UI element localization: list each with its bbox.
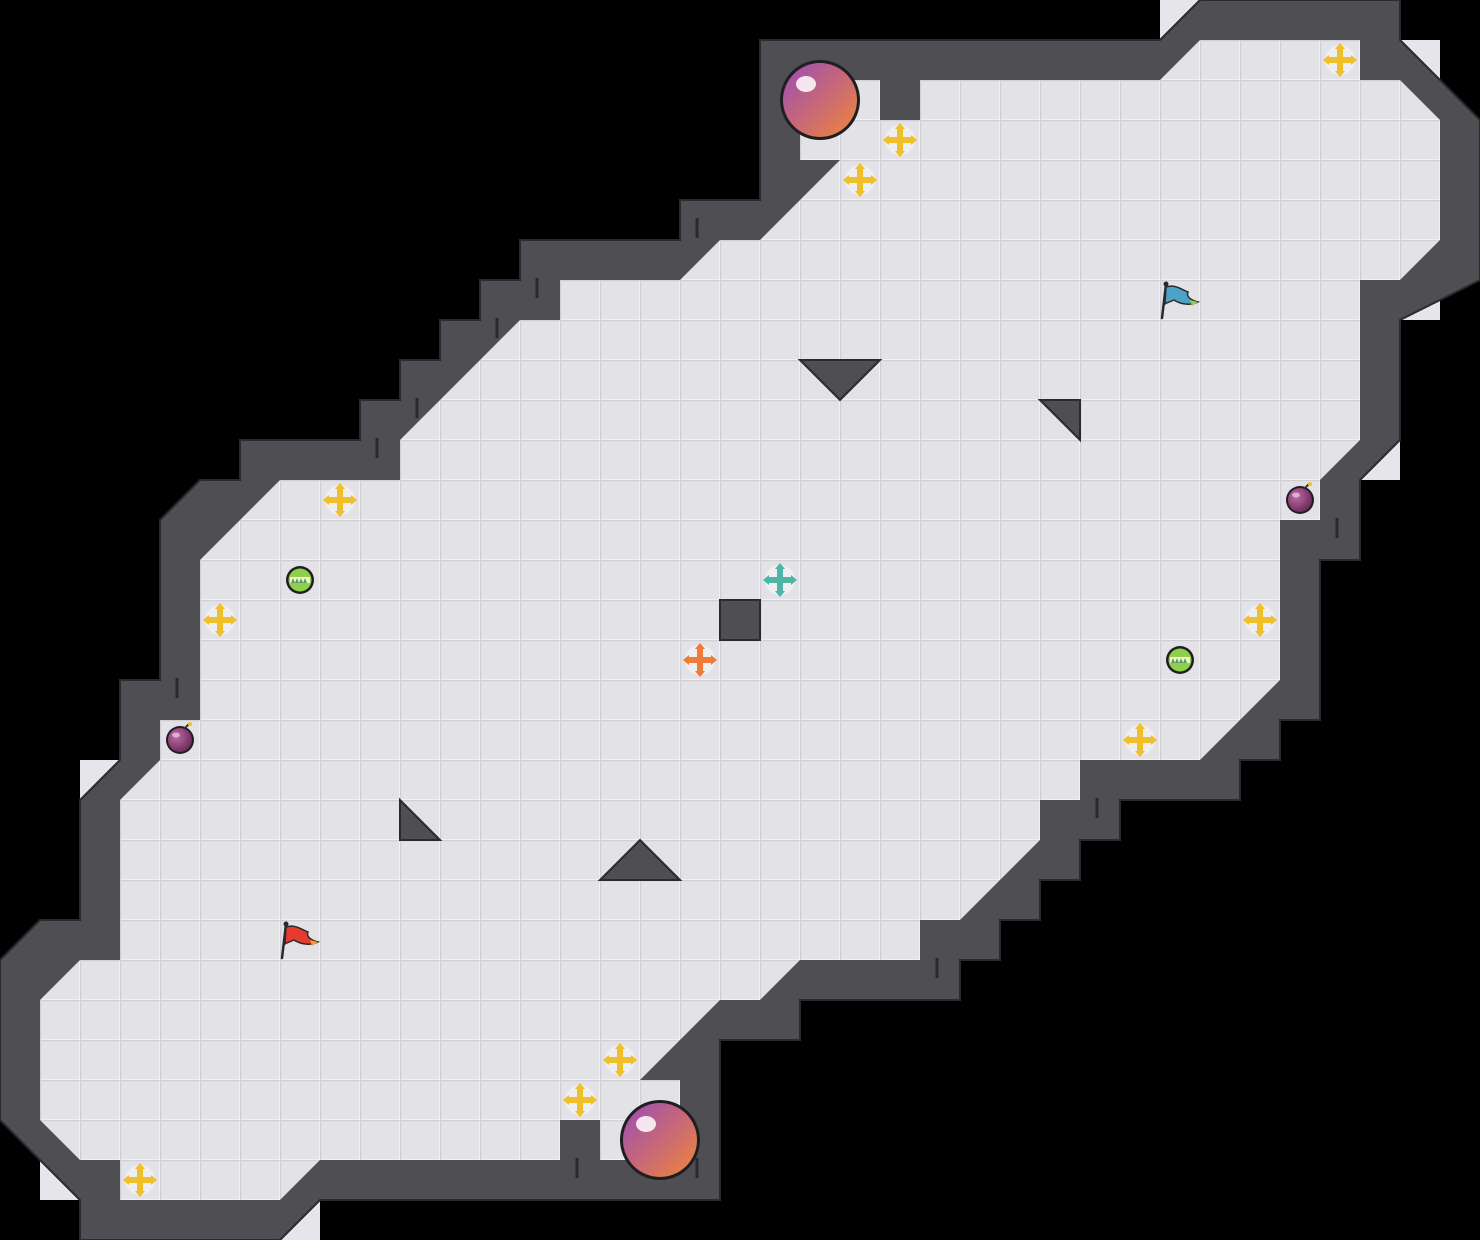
gate-button[interactable] [286,566,314,594]
spawn-pad[interactable] [683,643,717,677]
gate-button[interactable] [1166,646,1194,674]
portal-bottom[interactable] [620,1100,700,1180]
spike-up-obstacle [597,838,683,881]
corner-obstacle-sw [399,797,443,841]
wall-ticks [175,218,1339,1178]
blue-flag-icon[interactable] [1160,281,1201,320]
corner-obstacle-ne [1037,399,1081,443]
spike-down-obstacle [797,359,883,402]
portal-top[interactable] [780,60,860,140]
center-block [719,599,761,641]
obstacles [399,359,1081,881]
speed-pad[interactable] [763,563,797,597]
red-flag-icon[interactable] [280,921,321,960]
